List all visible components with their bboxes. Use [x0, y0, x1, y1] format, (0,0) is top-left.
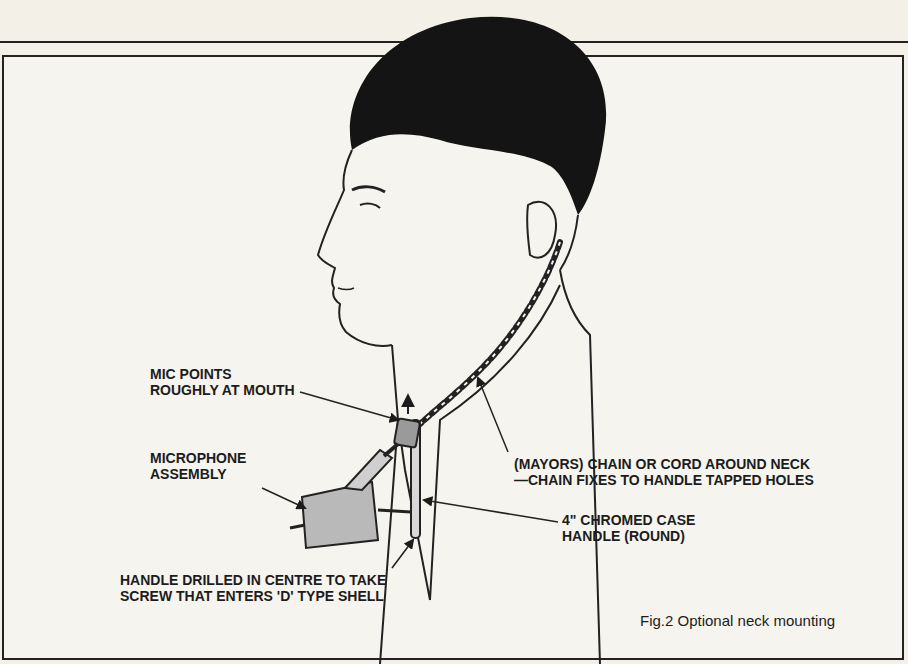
ear: [527, 202, 556, 258]
leader-line: [262, 488, 305, 508]
leader-line: [392, 540, 413, 568]
mouth: [338, 288, 354, 290]
callout-label: (MAYORS) CHAIN OR CORD AROUND NECK —CHAI…: [514, 456, 814, 488]
mic-neck: [384, 444, 398, 456]
eye: [360, 204, 380, 208]
cable-stub: [290, 525, 305, 528]
face-profile: [318, 150, 392, 346]
mic-capsule: [394, 418, 420, 447]
leader-line: [424, 500, 558, 522]
leader-line: [300, 392, 398, 420]
direction-arrow: [407, 396, 409, 414]
frame: [3, 56, 903, 659]
d-type-shell: [302, 482, 378, 548]
chain-links: [420, 242, 560, 424]
callout-label: 4" CHROMED CASE HANDLE (ROUND): [562, 512, 752, 544]
callout-label: MICROPHONE ASSEMBLY: [150, 450, 270, 482]
figure-caption: Fig.2 Optional neck mounting: [640, 612, 835, 629]
hair: [350, 17, 606, 215]
mount-screw: [378, 510, 411, 512]
leader-line: [478, 378, 508, 452]
eyebrow: [352, 187, 385, 192]
callout-label: MIC POINTS ROUGHLY AT MOUTH: [150, 366, 300, 398]
callout-label: HANDLE DRILLED IN CENTRE TO TAKE SCREW T…: [120, 572, 400, 604]
chain: [420, 242, 560, 424]
shirt-collar: [398, 285, 560, 600]
